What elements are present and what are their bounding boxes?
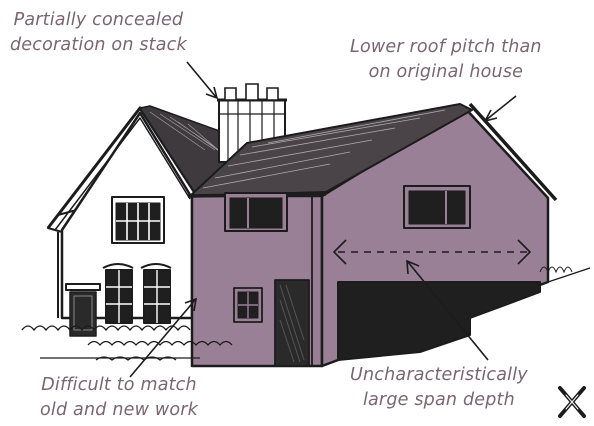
- leader-arrows: [129, 61, 517, 378]
- annotation-line: large span depth: [362, 390, 515, 410]
- upper-window-old: [111, 196, 165, 244]
- porch-old: [65, 283, 101, 337]
- side-window-extension: [403, 185, 471, 229]
- cross-mark-icon: [558, 386, 586, 418]
- annotation-roof-pitch: Lower roof pitch than on original house: [350, 35, 542, 85]
- arrow-stack-decoration: [186, 61, 219, 100]
- annotation-stack-decoration: Partially concealed decoration on stack: [10, 8, 187, 58]
- annotation-line: Difficult to match: [41, 375, 197, 395]
- ground-shrubs: [21, 266, 591, 361]
- arrow-span-depth: [406, 259, 489, 361]
- annotation-line: on original house: [368, 62, 524, 82]
- annotation-line: Uncharacteristically: [350, 365, 528, 385]
- annotation-match-work: Difficult to match old and new work: [40, 373, 198, 423]
- arrow-roof-pitch: [483, 95, 517, 123]
- annotation-line: Partially concealed: [13, 10, 184, 30]
- small-window-extension: [233, 287, 263, 323]
- extension: [187, 102, 558, 368]
- annotation-line: Lower roof pitch than: [350, 37, 542, 57]
- garage-door-front: [274, 279, 310, 367]
- upper-window-extension: [224, 192, 288, 232]
- annotation-span-depth: Uncharacteristically large span depth: [350, 363, 528, 413]
- arrow-match-work: [129, 297, 198, 378]
- lower-windows-old: [102, 263, 172, 324]
- span-dimension: [333, 239, 531, 265]
- annotation-line: old and new work: [40, 400, 199, 420]
- annotation-line: decoration on stack: [10, 35, 187, 55]
- side-opening: [337, 281, 541, 361]
